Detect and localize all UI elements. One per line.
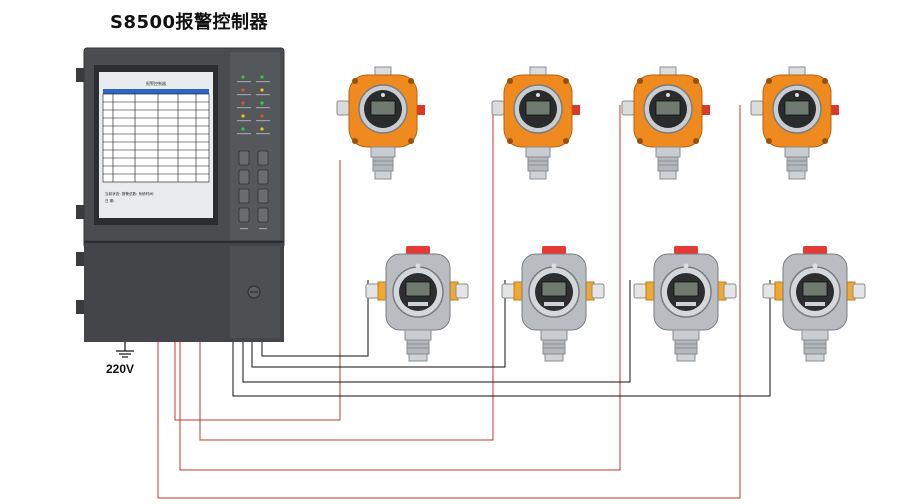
ground-symbol <box>116 342 134 358</box>
screen-footer-line-2: 日 期: <box>105 198 115 203</box>
black-wire-4 <box>232 280 771 397</box>
controller-side-panel <box>230 52 280 242</box>
black-bus-wires <box>232 280 771 397</box>
red-signal-wires <box>157 105 741 499</box>
controller-keypad <box>238 150 269 230</box>
screen-table <box>102 93 210 183</box>
grey-detector-2 <box>501 245 605 362</box>
status-leds <box>237 75 270 135</box>
key-button <box>257 188 269 204</box>
grey-detector-3 <box>633 245 737 362</box>
red-wire-4 <box>157 105 741 499</box>
key-button <box>238 169 250 185</box>
black-wire-3 <box>242 280 631 383</box>
detectors-top-row <box>336 66 840 180</box>
orange-detector-4 <box>750 66 840 180</box>
alarm-controller: 报警控制器 当前状态: 报警总数: 系统时间: 日 期: <box>76 47 285 342</box>
orange-detector-2 <box>491 66 581 180</box>
power-voltage-label: 220V <box>106 362 135 376</box>
screen-footer-line-1: 当前状态: 报警总数: 系统时间: <box>105 191 154 196</box>
grey-detector-4 <box>762 245 866 362</box>
orange-detector-1 <box>336 66 426 180</box>
diagram-title: S8500报警控制器 <box>110 12 269 33</box>
black-wire-2 <box>251 280 506 368</box>
screen-title: 报警控制器 <box>146 80 166 86</box>
detectors-bottom-row <box>365 245 866 362</box>
orange-detector-3 <box>621 66 711 180</box>
key-button <box>257 207 269 223</box>
key-button <box>238 150 250 166</box>
key-button <box>238 188 250 204</box>
key-button <box>238 207 250 223</box>
key-button <box>257 150 269 166</box>
red-wire-3 <box>179 105 621 471</box>
black-wire-1 <box>261 280 369 357</box>
red-wire-1 <box>174 160 341 421</box>
key-button <box>257 169 269 185</box>
grey-detector-1 <box>365 245 469 362</box>
red-wire-2 <box>199 105 494 441</box>
